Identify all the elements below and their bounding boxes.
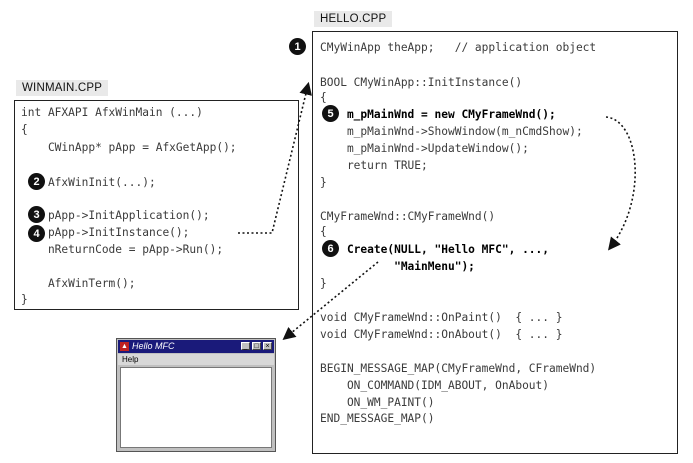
code-line: pApp->InitInstance();	[21, 226, 190, 239]
step-marker-4: 4	[28, 225, 45, 242]
hello-code-box: CMyWinApp theApp; // application object …	[312, 31, 678, 454]
window-client-area	[120, 367, 272, 448]
code-line: pApp->InitApplication();	[21, 209, 210, 222]
step-marker-6: 6	[322, 240, 339, 257]
code-line: CWinApp* pApp = AfxGetApp();	[21, 141, 237, 154]
code-line: CMyFrameWnd::CMyFrameWnd()	[320, 210, 496, 223]
window-menubar: Help	[118, 354, 274, 365]
code-line: void CMyFrameWnd::OnPaint() { ... }	[320, 311, 563, 324]
code-line-create-cont: "MainMenu");	[320, 260, 475, 273]
code-line-new-frame: m_pMainWnd = new CMyFrameWnd();	[320, 108, 556, 121]
step-marker-5: 5	[322, 105, 339, 122]
hello-mfc-window: ▲ Hello MFC _ □ × Help	[116, 338, 276, 452]
window-titlebar: ▲ Hello MFC _ □ ×	[118, 340, 274, 353]
code-line-create: Create(NULL, "Hello MFC", ...,	[320, 243, 550, 256]
code-line: ON_COMMAND(IDM_ABOUT, OnAbout)	[320, 379, 550, 392]
code-line: }	[320, 176, 327, 189]
code-line: nReturnCode = pApp->Run();	[21, 243, 224, 256]
code-line: }	[21, 293, 28, 306]
close-icon[interactable]: ×	[263, 342, 272, 350]
window-title: Hello MFC	[132, 341, 175, 351]
code-line: BOOL CMyWinApp::InitInstance()	[320, 76, 523, 89]
code-line: {	[21, 123, 28, 136]
code-line: CMyWinApp theApp; // application object	[320, 41, 597, 54]
code-line: ON_WM_PAINT()	[320, 396, 435, 409]
code-line: AfxWinTerm();	[21, 277, 136, 290]
code-line: return TRUE;	[320, 159, 428, 172]
step-marker-3: 3	[28, 206, 45, 223]
code-line: {	[320, 225, 327, 238]
step-marker-1: 1	[289, 38, 306, 55]
code-line: m_pMainWnd->ShowWindow(m_nCmdShow);	[320, 125, 583, 138]
app-icon: ▲	[120, 342, 129, 351]
code-line: m_pMainWnd->UpdateWindow();	[320, 142, 529, 155]
maximize-icon[interactable]: □	[252, 342, 261, 350]
code-line: BEGIN_MESSAGE_MAP(CMyFrameWnd, CFrameWnd…	[320, 362, 597, 375]
code-line: END_MESSAGE_MAP()	[320, 412, 435, 425]
code-line: AfxWinInit(...);	[21, 176, 156, 189]
code-line: {	[320, 91, 327, 104]
winmain-code-box: int AFXAPI AfxWinMain (...) { CWinApp* p…	[14, 100, 299, 310]
menu-help[interactable]: Help	[122, 355, 139, 364]
hello-filename-label: HELLO.CPP	[314, 11, 393, 27]
minimize-icon[interactable]: _	[241, 342, 250, 350]
code-line: void CMyFrameWnd::OnAbout() { ... }	[320, 328, 563, 341]
step-marker-2: 2	[28, 173, 45, 190]
code-line: int AFXAPI AfxWinMain (...)	[21, 106, 203, 119]
winmain-filename-label: WINMAIN.CPP	[16, 80, 109, 96]
code-line: }	[320, 277, 327, 290]
